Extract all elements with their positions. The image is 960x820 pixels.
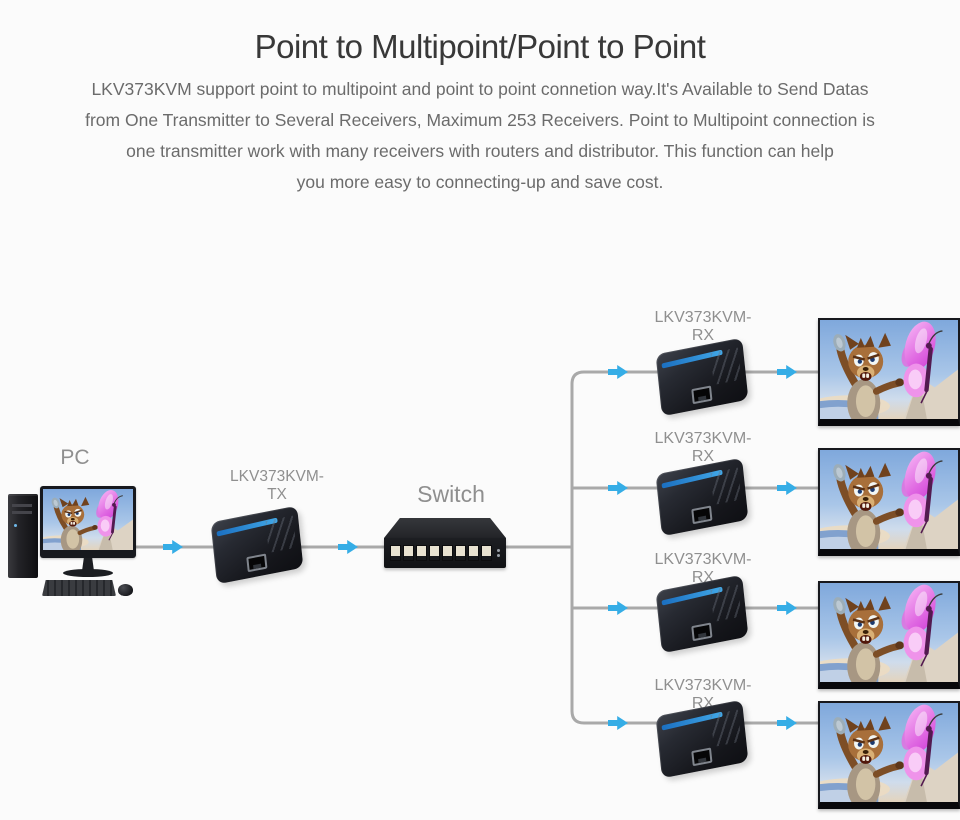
- ethernet-port: [691, 385, 713, 405]
- receiver-label: LKV373KVM-RX: [654, 309, 752, 344]
- transmitter-label: LKV373KVM-TX: [230, 468, 324, 503]
- tv-display: [818, 318, 960, 426]
- description-line: from One Transmitter to Several Receiver…: [85, 110, 875, 130]
- device-vents: [265, 515, 297, 553]
- switch-port: [416, 545, 427, 561]
- page-title: Point to Multipoint/Point to Point: [254, 28, 706, 66]
- ethernet-port: [691, 505, 713, 525]
- pc-screen-image: [43, 489, 133, 550]
- receiver-device: [651, 573, 755, 659]
- switch-port: [481, 545, 492, 561]
- tv-display: [818, 581, 960, 689]
- receiver-label: LKV373KVM-RX: [654, 551, 752, 586]
- description-line: you more easy to connecting-up and save …: [296, 172, 664, 192]
- tv-screen-image: [820, 450, 958, 549]
- switch-port: [429, 545, 440, 561]
- device-vents: [710, 709, 742, 747]
- switch-port: [442, 545, 453, 561]
- switch-leds: [497, 549, 500, 557]
- switch-port: [403, 545, 414, 561]
- ethernet-port: [246, 553, 268, 573]
- pc-tower: [8, 494, 38, 578]
- device-vents: [710, 584, 742, 622]
- switch-port: [468, 545, 479, 561]
- tv-screen-image: [820, 583, 958, 682]
- power-led: [14, 524, 17, 527]
- tv-display: [818, 701, 960, 809]
- cable-trunk-branch-1: [570, 370, 819, 547]
- switch-port: [390, 545, 401, 561]
- pc-label: PC: [60, 446, 90, 469]
- ethernet-port: [691, 747, 713, 767]
- tv-screen-image: [820, 703, 958, 802]
- receiver-device: [651, 698, 755, 784]
- description-line: LKV373KVM support point to multipoint an…: [91, 79, 869, 99]
- description-line: one transmitter work with many receivers…: [126, 141, 834, 161]
- device-vents: [710, 347, 742, 385]
- keyboard: [42, 580, 116, 596]
- receiver-label: LKV373KVM-RX: [654, 430, 752, 465]
- monitor-stand: [82, 558, 94, 571]
- switch-device: [384, 518, 506, 568]
- receiver-device: [651, 456, 755, 542]
- monitor-base: [63, 569, 113, 577]
- description: LKV373KVM support point to multipoint an…: [0, 74, 960, 198]
- transmitter-device: [206, 504, 310, 590]
- ethernet-port: [691, 622, 713, 642]
- receiver-device: [651, 336, 755, 422]
- tv-screen-image: [820, 320, 958, 419]
- cable-trunk-branch-4: [570, 547, 819, 725]
- switch-port: [455, 545, 466, 561]
- device-vents: [710, 467, 742, 505]
- mouse: [118, 584, 133, 596]
- tv-display: [818, 448, 960, 556]
- switch-label: Switch: [417, 481, 485, 507]
- pc-monitor: [40, 486, 136, 558]
